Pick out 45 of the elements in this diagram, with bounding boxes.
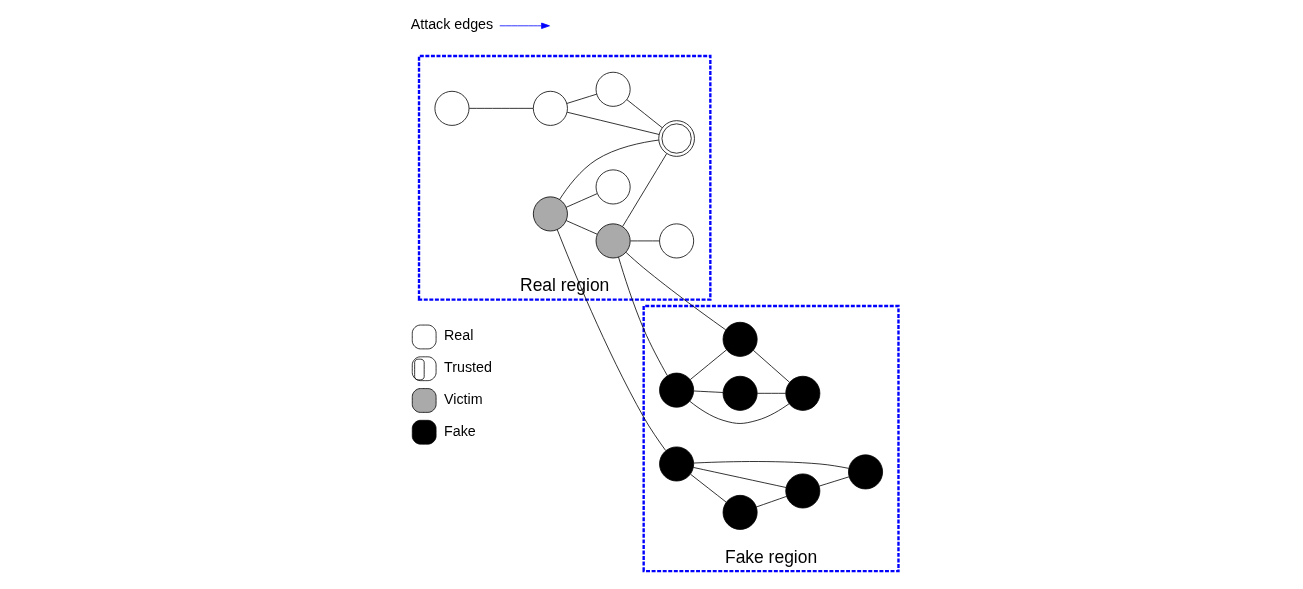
connector <box>558 139 659 200</box>
node-circle <box>658 223 694 259</box>
node-text: Attack edges <box>410 16 493 33</box>
node-circle <box>784 375 820 411</box>
connector <box>692 461 849 469</box>
connector <box>621 153 667 227</box>
node-circle <box>434 90 469 126</box>
node-circle <box>595 223 631 259</box>
connector <box>468 107 533 109</box>
legend-label: Real <box>443 327 473 344</box>
connector <box>689 349 727 381</box>
connector <box>556 229 666 451</box>
connector <box>692 467 786 488</box>
legend-label: Trusted <box>443 359 492 376</box>
node-circle <box>532 196 568 232</box>
node-circle <box>784 473 820 509</box>
node-circle <box>658 446 694 482</box>
connector <box>617 256 668 377</box>
connector <box>756 392 786 394</box>
node-circle <box>722 321 758 357</box>
connector <box>565 220 598 235</box>
legend-label: Victim <box>443 390 483 407</box>
node-circle <box>847 454 883 490</box>
connector <box>752 349 790 383</box>
node-circle <box>658 372 694 408</box>
arrow <box>498 22 550 29</box>
node-circle <box>595 71 631 107</box>
cluster: Fake region <box>641 304 900 573</box>
node-circle <box>595 169 631 205</box>
cluster: Real region <box>417 54 712 301</box>
connector <box>818 476 849 487</box>
connector <box>692 390 723 393</box>
connector <box>629 240 660 242</box>
legend-label: Fake <box>443 422 476 439</box>
connector <box>755 495 787 508</box>
connector <box>689 400 790 424</box>
connector <box>566 111 659 135</box>
node-circle <box>722 494 758 530</box>
connector <box>626 99 663 129</box>
connector <box>689 473 727 503</box>
node-circle <box>532 90 568 126</box>
connector <box>565 193 598 208</box>
node-circle <box>722 375 758 411</box>
connector <box>625 252 726 331</box>
connector <box>566 93 597 104</box>
